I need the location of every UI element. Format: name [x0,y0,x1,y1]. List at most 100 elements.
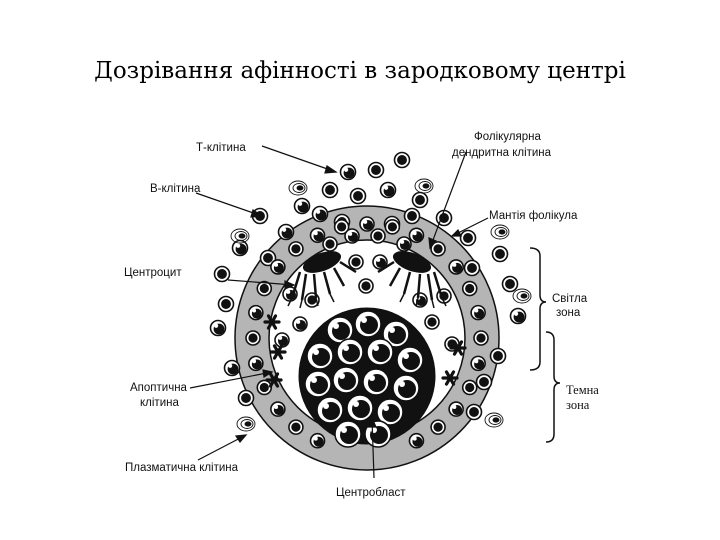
centroblast-cell [326,316,354,344]
centroblast-cells [304,310,424,448]
label-apoptotic-2: клітина [140,397,179,409]
centroblast-cell [396,346,424,374]
outer-cell [459,229,477,247]
mantle-ring-cells [245,216,489,449]
light-zone-cell [396,236,412,252]
centroblast-cell [382,320,410,348]
mantle-cell [245,330,261,346]
centroblast-cell [362,368,390,396]
centroblast-cell [366,338,394,366]
plasma-cell [484,412,504,428]
centroblast-cell [392,374,420,402]
mantle-cell [408,227,425,244]
light-zone-cell [370,228,386,244]
outer-cell [379,181,397,199]
mantle-cell [461,280,478,297]
page-title: Дозрівання афінності в зародковому центр… [94,58,626,84]
outer-cell [411,191,429,209]
outer-cell [509,307,527,325]
mantle-cell [248,355,264,372]
mantle-cell [333,219,350,235]
outer-cell [237,389,255,407]
outer-cell [393,151,411,169]
apoptotic-cells [263,314,467,388]
centroblast-cell [316,396,344,424]
outer-cell [217,295,235,313]
mantle-cell [384,219,401,235]
outer-cell [213,265,231,283]
outer-cell [501,275,519,293]
light-zone-cell [412,292,428,308]
mantle-cell [408,432,425,449]
dark-zone [298,307,436,448]
outer-cell [321,181,339,199]
label-apoptotic-1: Апоптична [130,382,188,394]
light-zone-cell [348,254,364,270]
light-zone-bracket [529,247,547,371]
mantle-cell [430,241,446,257]
apoptotic-cell [263,314,281,330]
light-zone-cell [322,236,338,252]
outer-cell [403,207,421,225]
label-mantle: Мантія фолікула [489,210,578,222]
centroblast-cell [336,338,364,366]
label-centrocyte: Центроцит [124,267,182,279]
plasma-cell [288,180,308,196]
apoptotic-cell [269,344,287,360]
apoptotic-cell [449,340,467,356]
centroblast-cell [376,398,404,426]
outer-cell [311,205,329,223]
mantle-cell [256,280,273,297]
leader-lines [189,145,489,479]
label-centroblast: Центробласт [336,487,406,499]
outer-cell [349,187,367,205]
label-dark-zone-2: зона [566,398,590,412]
dark-zone-bracket [545,331,561,443]
follicular-dendritic-cell-left [287,251,357,309]
centroblast-cell [306,342,334,370]
light-zone-cell [292,316,308,332]
centroblast-cell [354,310,382,338]
outer-cell [277,223,295,241]
outer-cell [339,163,357,181]
apoptotic-cell [441,370,459,386]
plasma-cell [230,228,250,244]
outer-cell [209,319,227,337]
light-zone-cell [344,228,360,244]
outer-cell [223,359,241,377]
plasma-cell [490,224,510,240]
outer-cell [491,245,509,263]
light-zone-cell [424,314,440,330]
outer-cell [463,259,481,277]
apoptotic-cell [265,372,283,388]
follicular-dendritic-cell-right [377,251,447,309]
plasma-cell [414,178,434,194]
label-b-cell: В-клітина [150,183,201,195]
outer-cell [489,347,507,365]
light-zone-cell [274,332,290,348]
mantle-cell [248,304,264,321]
mantle-cell [470,304,486,321]
mantle-cell [470,355,486,372]
centroblast-cell [334,420,362,448]
mantle-cell [270,259,286,275]
mantle-cell [448,401,464,417]
label-t-cell: Т-клітина [196,142,246,154]
mantle-cell [270,401,286,417]
outer-cell [367,161,385,179]
centroblast-cell [332,366,360,394]
mantle-cell [309,227,326,244]
outer-cell [475,373,493,391]
label-dark-zone-1: Темна [566,383,599,397]
light-zone-cell [372,254,388,270]
outer-cell [231,239,249,257]
label-fdc-2: дендритна клітина [452,147,552,159]
mantle-cell [309,432,326,449]
mantle-cell [448,259,464,275]
mantle-cell [473,330,489,346]
outer-cell [293,197,311,215]
mantle-cell [359,216,375,232]
label-fdc-1: Фолікулярна [474,131,541,143]
light-zone-cell [358,278,374,294]
